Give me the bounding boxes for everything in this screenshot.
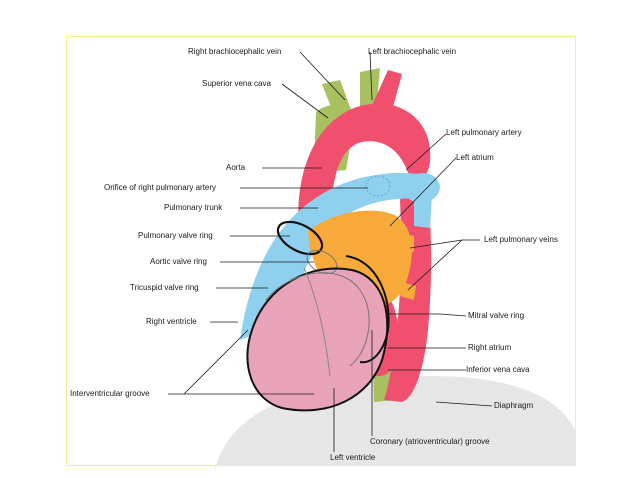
label-inferior-vena-cava: Inferior vena cava — [466, 365, 530, 374]
label-left-brachiocephalic-vein: Left brachiocephalic vein — [368, 47, 457, 56]
label-left-atrium: Left atrium — [456, 153, 494, 162]
left-ventricle-shape — [247, 268, 388, 411]
orifice-ring — [365, 175, 391, 197]
label-mitral-valve-ring: Mitral valve ring — [468, 311, 525, 320]
label-left-pulmonary-artery: Left pulmonary artery — [446, 128, 522, 137]
label-aorta: Aorta — [226, 163, 246, 172]
label-left-ventricle: Left ventricle — [330, 453, 376, 462]
aortic-branch-shape — [370, 70, 402, 118]
label-right-brachiocephalic-vein: Right brachiocephalic vein — [188, 47, 282, 56]
pulmonary-valve-ring-shape — [276, 220, 324, 256]
septum-line — [303, 267, 331, 377]
left-pulmonary-artery-shape — [398, 173, 440, 203]
tricuspid-valve-ring-shape — [265, 272, 370, 367]
label-pulmonary-trunk: Pulmonary trunk — [164, 203, 223, 212]
label-orifice-right-pulmonary-artery: Orifice of right pulmonary artery — [104, 183, 217, 192]
left-pulmonary-veins-shape — [398, 232, 416, 300]
label-superior-vena-cava: Superior vena cava — [202, 79, 271, 88]
right-pulmonary-vein-upper — [414, 196, 432, 228]
label-right-ventricle: Right ventricle — [146, 317, 197, 326]
label-diaphragm: Diaphragm — [494, 401, 534, 410]
label-right-atrium: Right atrium — [468, 343, 512, 352]
ventricle-outline — [246, 267, 389, 412]
leader-lines — [168, 51, 493, 452]
label-tricuspid-valve-ring: Tricuspid valve ring — [130, 283, 199, 292]
label-interventricular-groove: Interventricular groove — [70, 389, 150, 398]
label-left-pulmonary-veins: Left pulmonary veins — [484, 235, 558, 244]
label-coronary-groove: Coronary (atrioventricular) groove — [370, 437, 490, 446]
label-pulmonary-valve-ring: Pulmonary valve ring — [138, 231, 213, 240]
label-aortic-valve-ring: Aortic valve ring — [150, 257, 207, 266]
